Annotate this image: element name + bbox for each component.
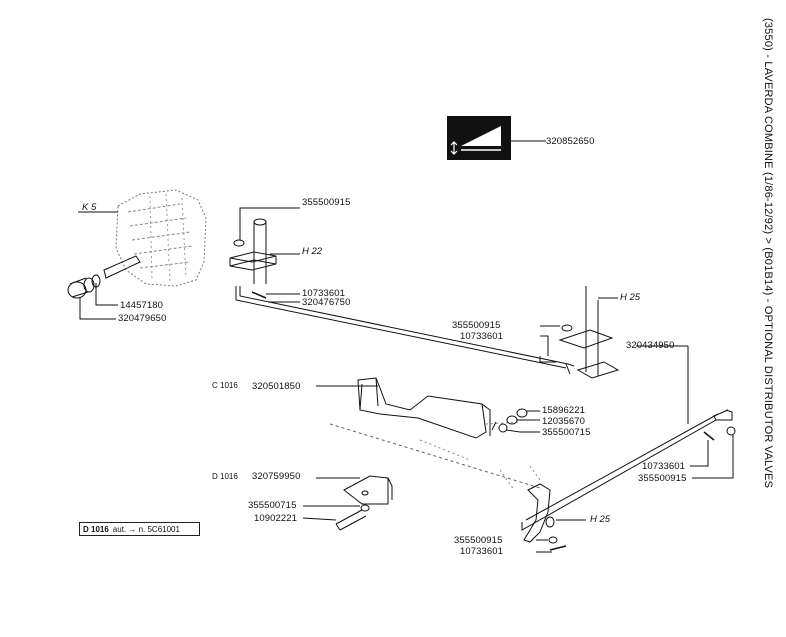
part-10733601-a: 10733601 [302,288,346,299]
part-10733601-c: 10733601 [642,461,686,472]
ref-h25-top: H 25 [620,292,641,303]
part-355500915-b: 355500915 [452,320,501,331]
bracket-d1016 [343,475,393,505]
page-title: (3550) - LAVERDA COMBINE (1/86-12/92) > … [762,18,774,489]
leader-10733601-c [690,440,709,467]
part-14457180: 14457180 [120,300,164,311]
h25-lower-lever [499,465,555,543]
ramp-symbol-icon [447,116,511,160]
leader-14457180 [95,283,118,306]
part-355500915-c: 355500915 [638,473,687,484]
h25-upper-bracket [539,286,620,379]
part-10733601-b: 10733601 [460,331,504,342]
distributor-valve-block [67,189,207,299]
part-10733601-d: 10733601 [460,546,504,557]
bolt-10902221 [335,509,367,531]
part-355500715-a: 355500715 [542,427,591,438]
part-15896221: 15896221 [542,405,586,416]
rod-long-right [521,409,733,531]
leader-10902221 [302,517,337,521]
leader-355500915-a [239,207,300,240]
leader-355500915-c [692,435,734,479]
rod-long-upper [235,286,575,375]
note-model: D 1016 [83,525,109,534]
ref-h25-bottom: H 25 [590,514,611,525]
leader-355500715-a [505,429,540,433]
group-c1016: C 1016 [212,381,238,390]
leader-10733601-b [540,335,549,356]
part-355500915-d: 355500915 [454,535,503,546]
shaft-dashed [329,423,541,489]
part-12035670: 12035670 [542,416,586,427]
part-number-icon: 320852650 [546,136,595,147]
plate-c1016 [357,377,491,439]
part-10902221: 10902221 [254,513,298,524]
h22-bracket [229,218,277,284]
note-text: aut. → n. 5C61001 [112,525,180,534]
part-355500715-b: 355500715 [248,500,297,511]
ref-k5: K 5 [82,202,97,213]
ref-h22: H 22 [302,246,323,257]
part-320501850: 320501850 [252,381,301,392]
part-320434950: 320434950 [626,340,675,351]
group-d1016: D 1016 [212,472,238,481]
part-320479650: 320479650 [118,313,167,324]
part-355500915-a: 355500915 [302,197,351,208]
part-320476750: 320476750 [302,297,351,308]
leader-320479650 [79,297,116,320]
part-320759950: 320759950 [252,471,301,482]
